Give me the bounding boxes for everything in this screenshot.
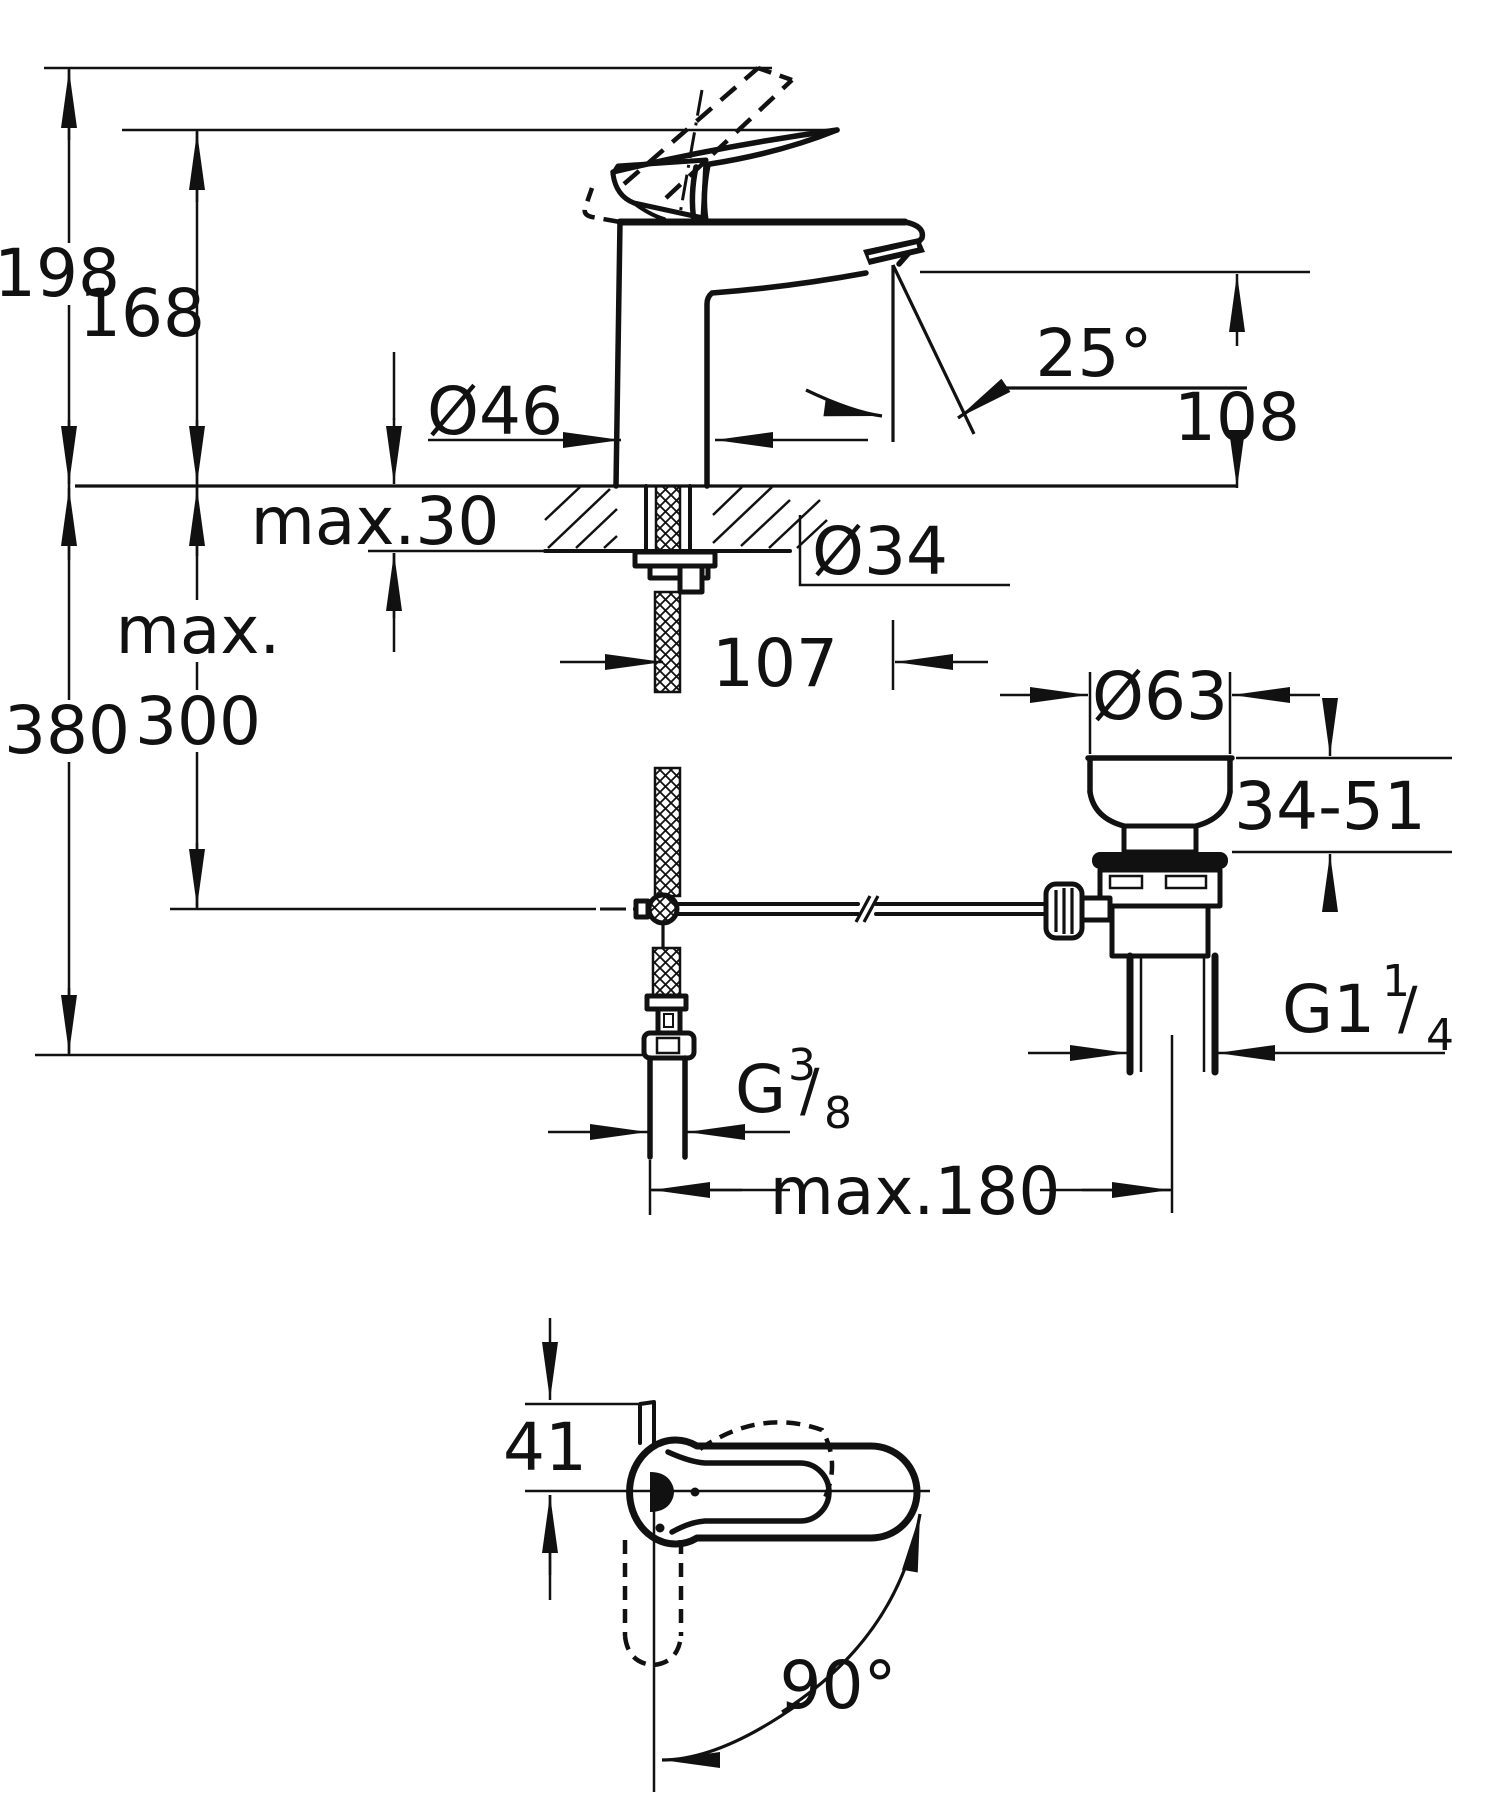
drain-thread-sup: 1: [1382, 956, 1410, 1007]
rod-left: [675, 902, 860, 916]
drain-thread-slash: /: [1398, 974, 1418, 1042]
raised-handle-centerline: [678, 89, 704, 215]
dim-deck-thickness-label: max.30: [251, 483, 500, 560]
spout-underside: [704, 270, 869, 489]
dim-spout-angle-label: 25°: [1036, 315, 1153, 392]
spout-face: [896, 219, 926, 267]
raised-handle-edge-1: [622, 66, 760, 186]
dim-body-diameter-label: Ø46: [427, 373, 563, 450]
dimension-lines: [61, 68, 1452, 1215]
raised-handle-tip: [757, 65, 793, 83]
hose-in-deck: [654, 484, 682, 554]
aerator-slit: [868, 244, 918, 259]
rod-pivot: [646, 892, 680, 926]
swivel-arc-dashed: [698, 1420, 835, 1501]
dim-total-height-label: 198: [0, 235, 120, 312]
drain-seal-ring: [1092, 852, 1228, 869]
dim-drain-adjust-label: 34-51: [1234, 768, 1426, 845]
supply-thread-prefix: G: [735, 1051, 786, 1128]
spout-tab: [638, 1400, 656, 1445]
deck-hatching: [544, 486, 828, 549]
supply-nut-flat: [655, 1036, 681, 1055]
detail-dot-1: [690, 1487, 700, 1497]
bottom-view-centerlines: [525, 1402, 930, 1792]
rod-knob-ribs: [1054, 888, 1074, 934]
dim-hose-max-value: 300: [135, 683, 261, 760]
rod-break: [854, 895, 880, 923]
rod-guide: [677, 563, 705, 595]
dim-swivel-angle-label: 90°: [780, 1647, 897, 1724]
drain-slot-2: [1164, 874, 1208, 890]
drain-tailpipe: [1126, 952, 1219, 1076]
drain-tailpipe-inner: [1139, 956, 1206, 1072]
handle-rotated-sides: [622, 1540, 684, 1636]
supply-thread-sub: 8: [824, 1088, 852, 1139]
bottom-view: 41 90°: [503, 1318, 930, 1792]
drain-assembly: [1043, 755, 1235, 1213]
front-view-labels: 198 168 Ø46 max.30 Ø34 25° 108 max. 300 …: [0, 235, 1454, 1230]
supply-thread-label: G 3 / 8: [735, 1040, 852, 1139]
handle-stem-right: [701, 162, 711, 224]
dim-handle-height-label: 168: [79, 275, 205, 352]
dim-spout-height-label: 108: [1174, 379, 1300, 456]
drain-thread-prefix: G1: [1282, 971, 1375, 1048]
hose-segment-upper: [653, 590, 682, 694]
dim-rod-reach-label: max.180: [770, 1153, 1061, 1230]
dim-hose-max-word: max.: [116, 592, 281, 669]
pop-up-rod: [675, 895, 1050, 923]
pivot-stub: [633, 898, 651, 920]
handle-base-arc: [632, 201, 666, 221]
shank-and-hose: [632, 484, 718, 1160]
cartridge-hole: [650, 1472, 674, 1512]
drain-cylinder-sides: [1087, 755, 1233, 795]
drain-lower-body: [1109, 903, 1211, 959]
hose-neck-slot: [663, 1013, 674, 1028]
detail-dot-2: [655, 1523, 665, 1533]
faucet-body: [613, 218, 926, 489]
bottom-view-dimensions: [542, 1318, 922, 1768]
dim-drain-diameter-label: Ø63: [1092, 658, 1228, 735]
front-view: 198 168 Ø46 max.30 Ø34 25° 108 max. 300 …: [0, 65, 1454, 1230]
supply-thread-slash: /: [800, 1056, 820, 1124]
handle-top-edge: [610, 127, 840, 175]
raised-handle-edge-2: [664, 78, 794, 200]
dim-handle-offset-label: 41: [503, 1409, 587, 1486]
rod-knob-link: [1079, 895, 1113, 923]
supply-thread-sup: 3: [788, 1040, 816, 1091]
handle-rotated-end: [622, 1635, 684, 1668]
drain-thread-label: G1 1 / 4: [1282, 956, 1454, 1061]
hole-label-box: [798, 515, 1010, 587]
bottom-view-labels: 41 90°: [503, 1409, 896, 1724]
handle-bottom-edge: [707, 127, 840, 167]
supply-tube: [647, 1055, 688, 1160]
drain-stem-block: [1121, 823, 1199, 855]
hose-segment-end: [651, 946, 682, 998]
hose-segment-lower: [653, 766, 682, 898]
dim-spout-reach-label: 107: [712, 625, 838, 702]
dim-hole-diameter-label: Ø34: [812, 513, 948, 590]
handle-raised-dashed: [582, 65, 794, 225]
shank-tube: [644, 484, 692, 553]
bottom-view-body: [622, 1400, 921, 1668]
body-left-edge: [613, 219, 623, 489]
drain-thread-sub: 4: [1426, 1010, 1454, 1061]
drain-slot-1: [1108, 874, 1144, 890]
drain-neck: [1087, 789, 1233, 829]
dim-total-depth-label: 380: [4, 692, 130, 769]
spout-angle-line: [891, 264, 976, 435]
raised-handle-base: [582, 187, 621, 225]
rod-right: [874, 902, 1050, 916]
